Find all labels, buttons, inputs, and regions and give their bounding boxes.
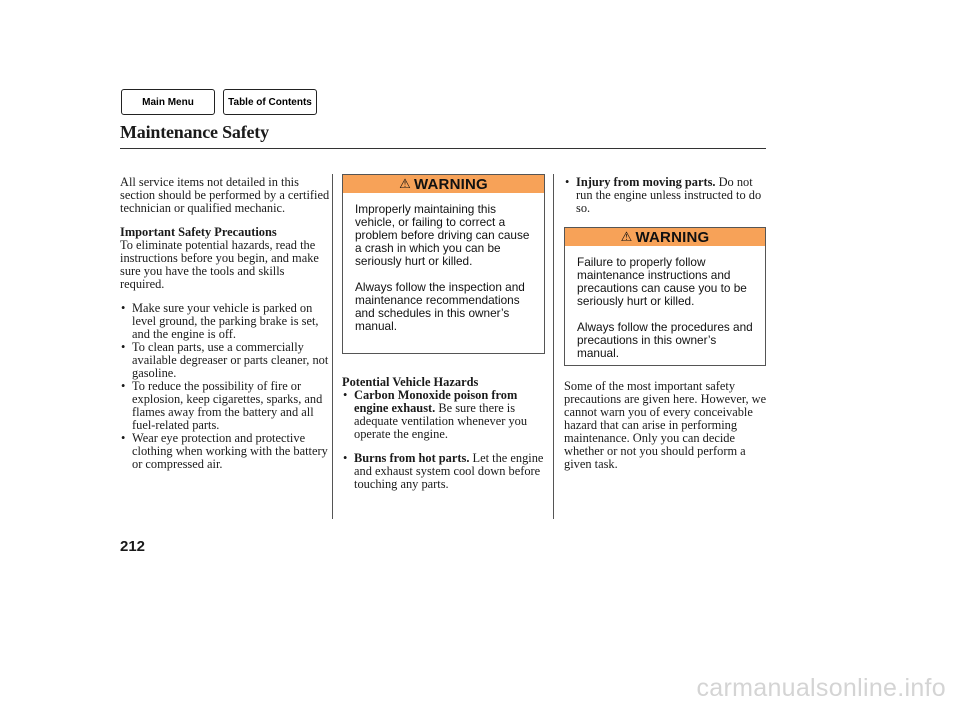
main-menu-button[interactable]: Main Menu <box>121 89 215 115</box>
column-middle: Potential Vehicle Hazards Carbon Monoxid… <box>342 376 547 491</box>
vehicle-hazards-heading: Potential Vehicle Hazards <box>342 375 479 389</box>
list-item: Carbon Monoxide poison from engine exhau… <box>342 389 547 441</box>
column-left: All service items not detailed in this s… <box>120 176 330 471</box>
hazards-list-continued: Injury from moving parts. Do not run the… <box>564 176 769 215</box>
warning-header: ⚠ WARNING <box>565 228 765 246</box>
hazard-text: Do not run the engine unless instructed … <box>576 175 762 215</box>
hazard-lead: Burns from hot parts. <box>354 451 470 465</box>
intro-paragraph: All service items not detailed in this s… <box>120 175 330 215</box>
warning-body: Failure to properly follow maintenance i… <box>565 246 765 360</box>
warning-text: Always follow the inspection and mainten… <box>355 280 525 333</box>
hazard-text: Be sure there is adequate ventilation wh… <box>354 401 528 441</box>
column-divider-2 <box>553 174 554 519</box>
closing-paragraph: Some of the most important safety precau… <box>564 379 767 471</box>
warning-triangle-icon: ⚠ <box>620 229 633 244</box>
important-precautions-heading: Important Safety Precautions <box>120 225 277 239</box>
warning-box-maintenance: ⚠ WARNING Improperly maintaining this ve… <box>342 174 545 354</box>
hazards-list: Carbon Monoxide poison from engine exhau… <box>342 389 547 491</box>
column-divider-1 <box>332 174 333 519</box>
warning-header: ⚠ WARNING <box>343 175 544 193</box>
precautions-list: Make sure your vehicle is parked on leve… <box>120 302 330 471</box>
warning-text: Improperly maintaining this vehicle, or … <box>355 202 530 268</box>
precautions-paragraph: To eliminate potential hazards, read the… <box>120 238 319 291</box>
warning-label: WARNING <box>635 228 710 246</box>
table-of-contents-button[interactable]: Table of Contents <box>223 89 317 115</box>
list-item: Injury from moving parts. Do not run the… <box>564 176 769 215</box>
hazard-lead: Carbon Monoxide poison from engine exhau… <box>354 388 518 415</box>
list-item: To clean parts, use a commercially avail… <box>120 341 330 380</box>
list-item: Wear eye protection and protective cloth… <box>120 432 330 471</box>
watermark: carmanualsonline.info <box>696 674 946 702</box>
warning-label: WARNING <box>413 175 488 193</box>
title-divider <box>120 148 766 149</box>
warning-box-procedures: ⚠ WARNING Failure to properly follow mai… <box>564 227 766 366</box>
warning-body: Improperly maintaining this vehicle, or … <box>343 193 544 333</box>
hazard-text: Let the engine and exhaust system cool d… <box>354 451 544 491</box>
page-number: 212 <box>120 538 146 555</box>
list-item: To reduce the possibility of fire or exp… <box>120 380 330 432</box>
list-item: Make sure your vehicle is parked on leve… <box>120 302 330 341</box>
page-title: Maintenance Safety <box>120 122 269 142</box>
warning-triangle-icon: ⚠ <box>399 176 411 191</box>
warning-text: Failure to properly follow maintenance i… <box>577 255 747 308</box>
list-item: Burns from hot parts. Let the engine and… <box>342 452 547 491</box>
hazard-lead: Injury from moving parts. <box>576 175 716 189</box>
warning-text: Always follow the procedures and precaut… <box>577 320 753 360</box>
column-right: Injury from moving parts. Do not run the… <box>564 176 769 471</box>
